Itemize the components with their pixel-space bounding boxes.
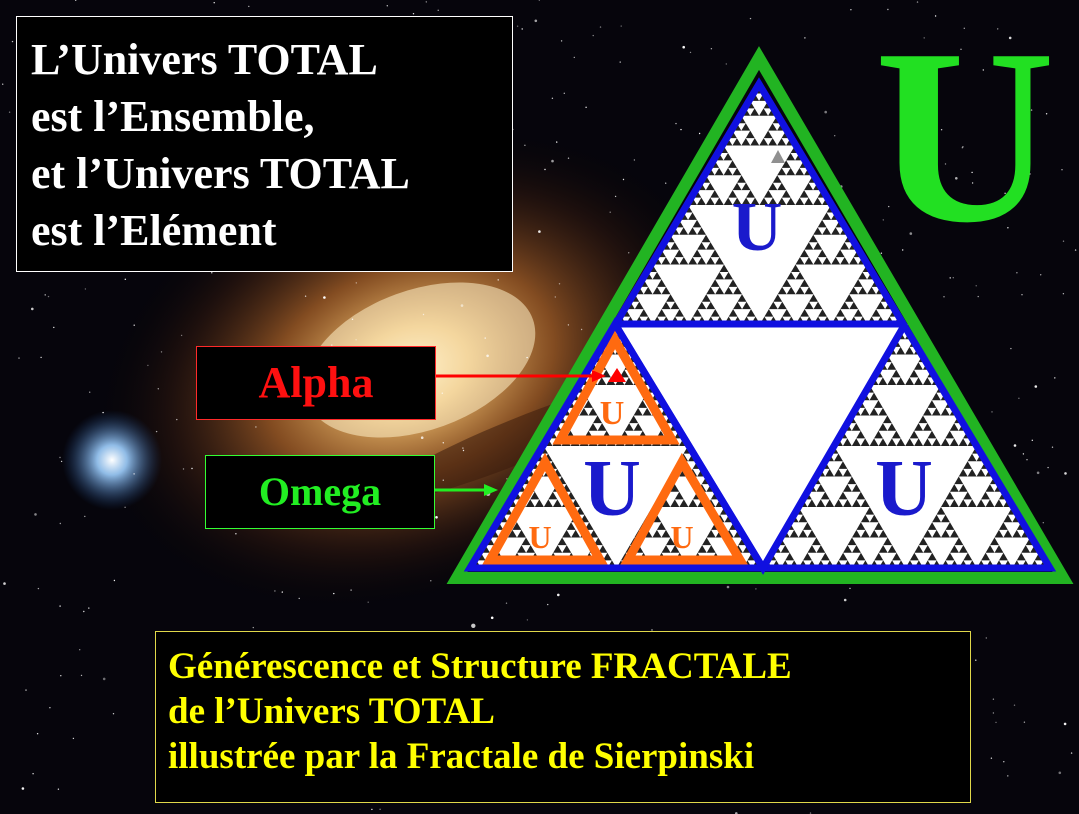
u-label-orange-top: U [600,395,625,432]
blue-star [62,410,162,510]
title-line-3: et l’Univers TOTAL [31,149,410,198]
caption-line-1: Générescence et Structure FRACTALE [168,646,792,687]
alpha-marker [608,368,626,382]
title-line-4: est l’Elément [31,206,277,255]
title-line-2: est l’Ensemble, [31,92,315,141]
title-line-1: L’Univers TOTAL [31,35,378,84]
orange-triangle-right [620,452,748,565]
big-u-letter: U [874,0,1056,275]
caption-line-2: de l’Univers TOTAL [168,691,495,732]
orange-triangle-top [552,330,680,445]
outer-green-triangle [446,46,1074,584]
orange-triangle-left [482,452,608,565]
u-label-orange-left: U [528,519,551,555]
caption-line-3: illustrée par la Fractale de Sierpinski [168,736,755,777]
grey-top-marker [771,150,785,163]
caption-box: Générescence et Structure FRACTALE de l’… [155,631,971,803]
u-label-orange-right: U [670,519,693,555]
u-label-top: U [732,189,783,266]
blue-sub-triangle-left [463,317,770,572]
alpha-label: Alpha [196,346,436,420]
u-label-right: U [875,445,933,533]
omega-arrow-head [484,484,498,496]
central-white-triangle [618,324,908,568]
u-label-left: U [583,445,641,533]
alpha-arrow-head [592,370,606,382]
title-box: L’Univers TOTAL est l’Ensemble, et l’Uni… [16,16,513,272]
omega-label: Omega [205,455,435,529]
